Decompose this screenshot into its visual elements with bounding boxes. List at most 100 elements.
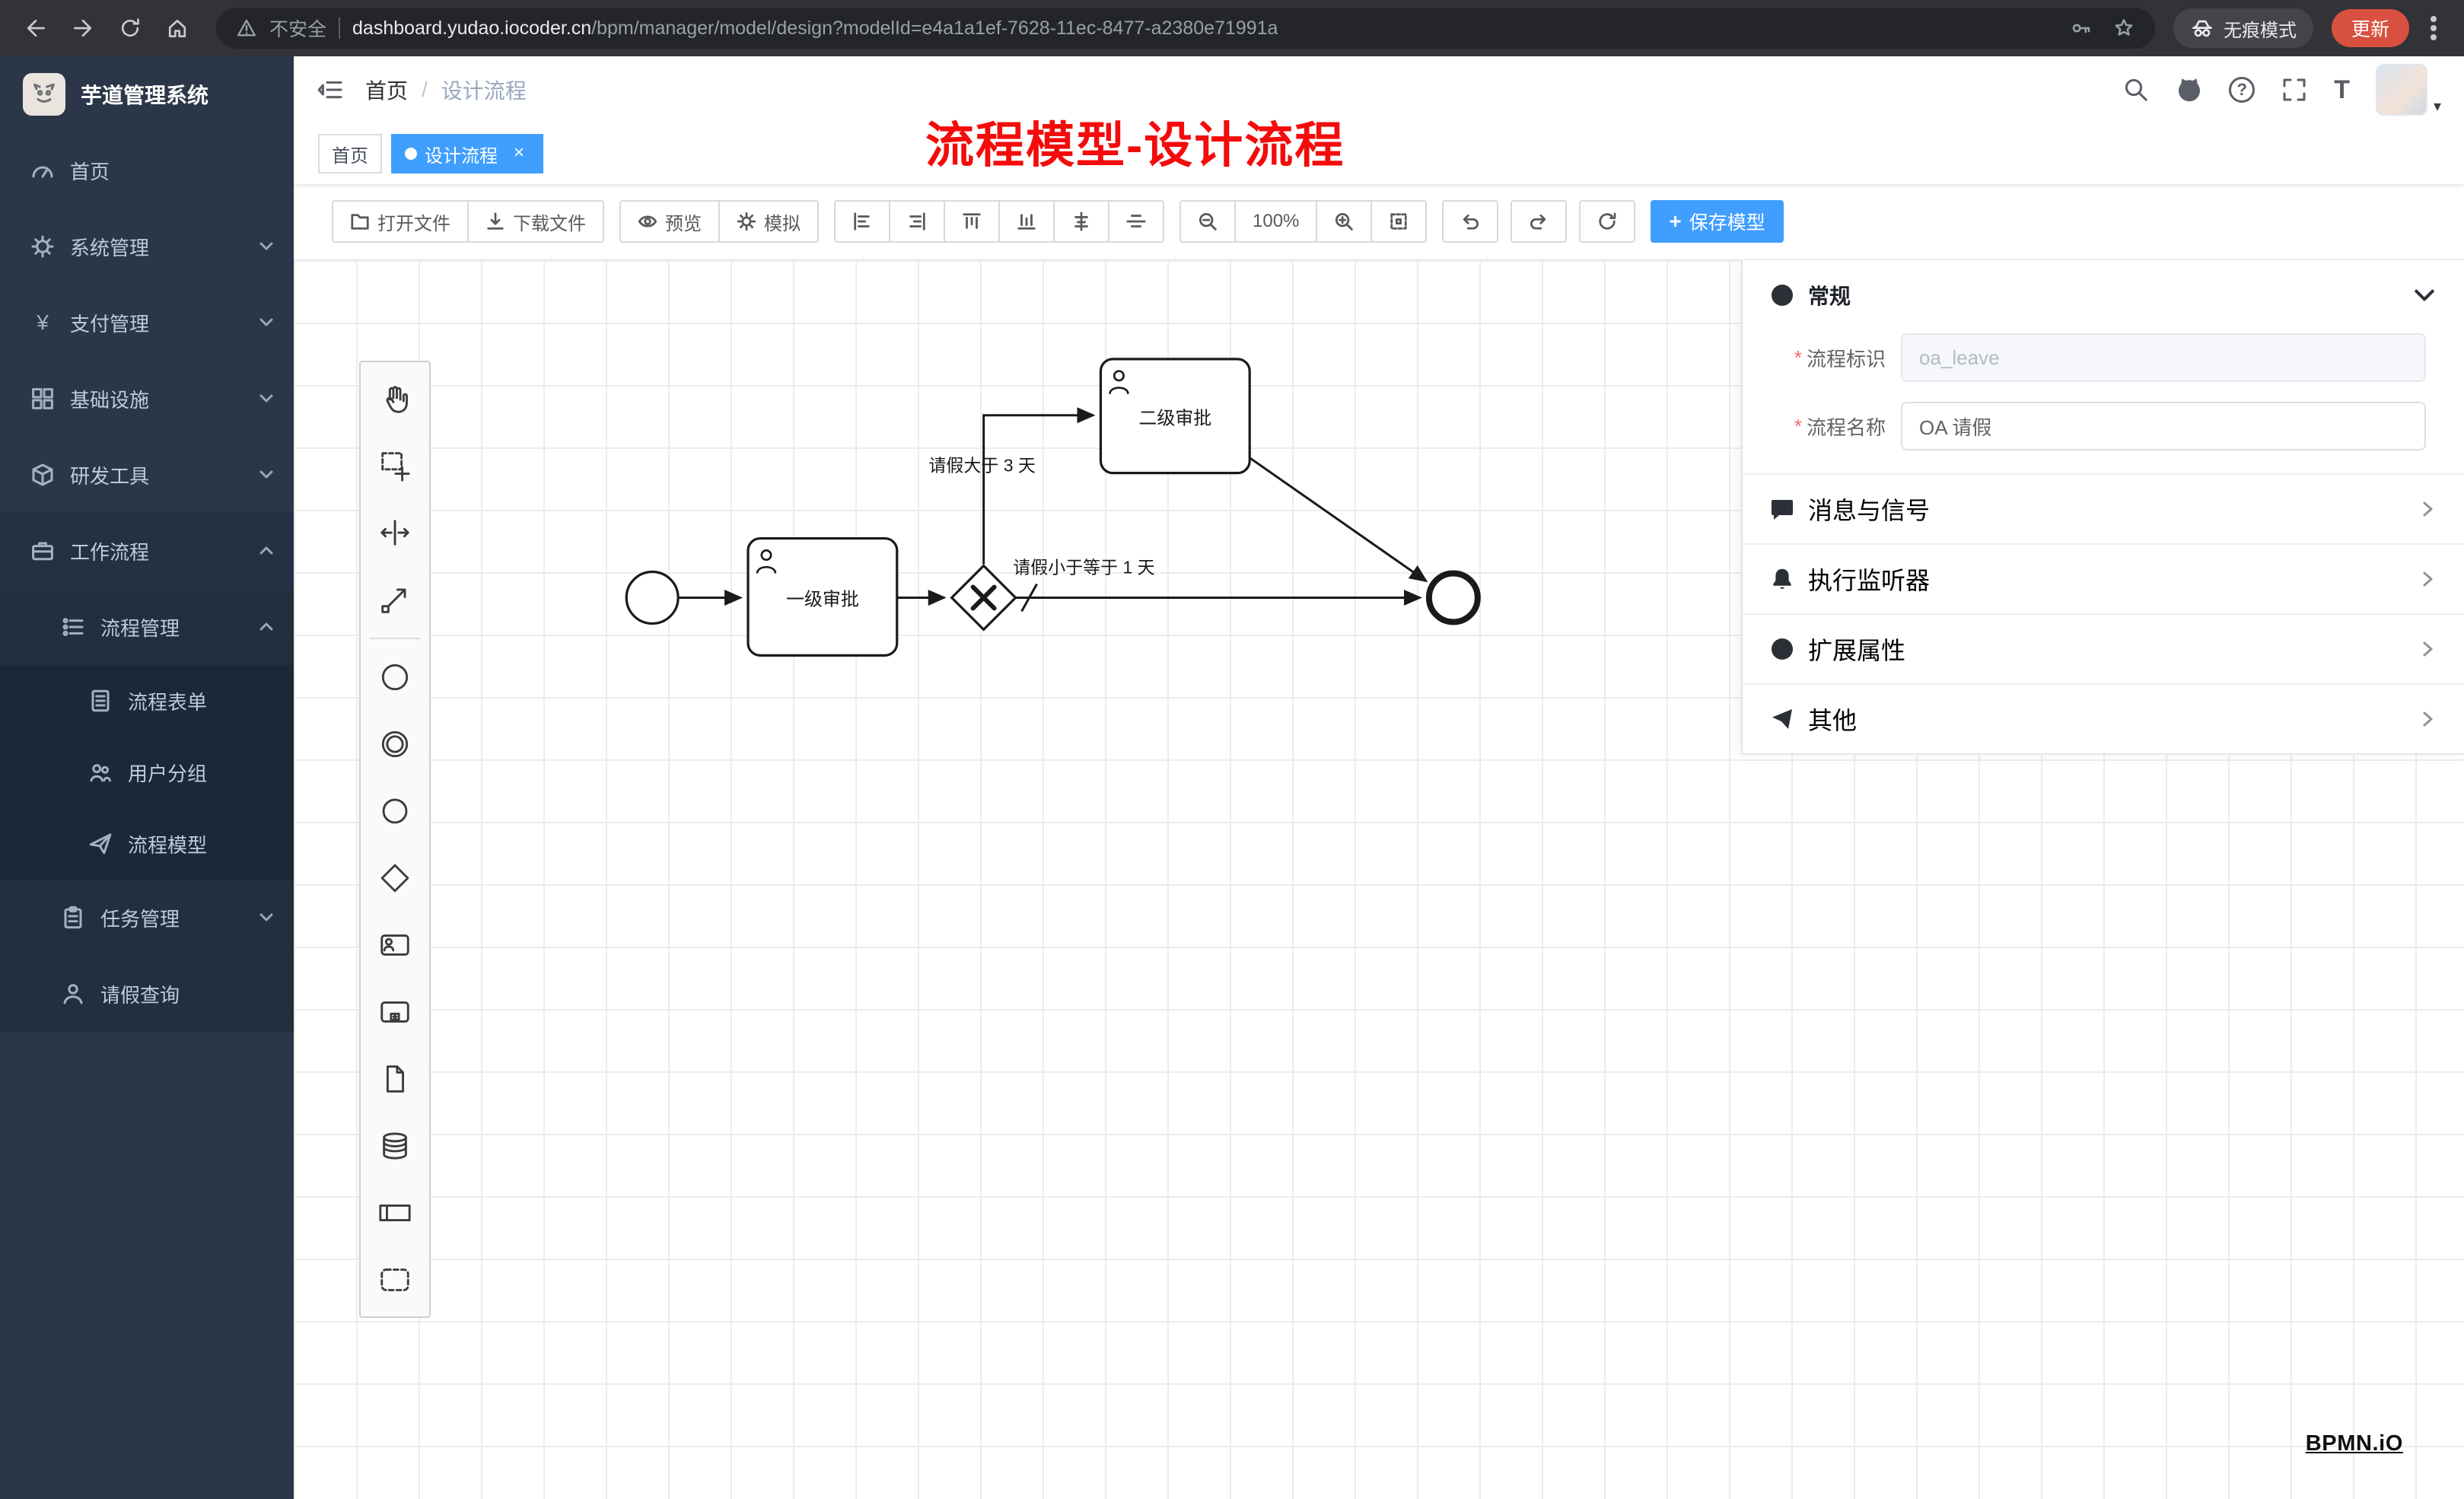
save-model-button[interactable]: +保存模型 xyxy=(1651,200,1784,243)
align-left-button[interactable] xyxy=(834,200,890,243)
create-intermediate-event[interactable] xyxy=(361,711,429,778)
download-file-button[interactable]: 下载文件 xyxy=(467,200,604,243)
sidebar: 芋道管理系统 首页 系统管理 ¥ 支付管理 基础设施 xyxy=(0,56,294,1499)
sidebar-item-system[interactable]: 系统管理 xyxy=(0,208,294,285)
fullscreen-button[interactable] xyxy=(2281,76,2308,103)
sidebar-label: 用户分组 xyxy=(128,762,208,785)
sidebar-label: 系统管理 xyxy=(70,236,150,259)
align-middle-button[interactable] xyxy=(1108,200,1164,243)
create-gateway[interactable] xyxy=(361,845,429,912)
general-form: *流程标识 *流程名称 xyxy=(1743,330,2464,473)
plus-icon: + xyxy=(1669,209,1682,233)
create-data-object[interactable] xyxy=(361,1045,429,1112)
search-button[interactable] xyxy=(2122,76,2150,103)
process-key-input[interactable] xyxy=(1901,333,2426,382)
top-navbar: 首页 / 设计流程 ? T ▾ xyxy=(294,56,2464,123)
sidebar-item-workflow[interactable]: 工作流程 xyxy=(0,513,294,589)
global-connect-tool[interactable] xyxy=(361,566,429,633)
forward-button[interactable] xyxy=(62,8,103,49)
sidebar-item-leave-query[interactable]: 请假查询 xyxy=(0,956,294,1032)
section-extension-attrs[interactable]: 扩展属性 xyxy=(1743,613,2464,683)
task2-label: 二级审批 xyxy=(1138,409,1211,429)
star-icon[interactable] xyxy=(2112,17,2135,40)
properties-panel: 常规 *流程标识 *流程名称 xyxy=(1741,260,2464,755)
address-bar[interactable]: 不安全 dashboard.yudao.iocoder.cn/bpm/manag… xyxy=(216,8,2155,49)
task-first-approval[interactable] xyxy=(747,536,899,657)
sidebar-item-home[interactable]: 首页 xyxy=(0,132,294,208)
zoom-in-button[interactable] xyxy=(1316,200,1373,243)
zoom-out-button[interactable] xyxy=(1179,200,1236,243)
breadcrumb-separator: / xyxy=(422,78,428,101)
sidebar-item-user-group[interactable]: 用户分组 xyxy=(0,737,294,808)
user-icon xyxy=(756,549,777,574)
sidebar-item-process-form[interactable]: 流程表单 xyxy=(0,665,294,737)
task-second-approval[interactable] xyxy=(1099,358,1251,475)
align-top-button[interactable] xyxy=(944,200,1000,243)
tag-design-process[interactable]: 设计流程 × xyxy=(391,134,543,173)
user-menu[interactable]: ▾ xyxy=(2375,64,2441,116)
font-size-button[interactable]: T xyxy=(2334,77,2350,103)
create-start-event[interactable] xyxy=(361,644,429,711)
redo-button[interactable] xyxy=(1511,200,1568,243)
lasso-tool[interactable] xyxy=(361,432,429,499)
browser-menu-icon[interactable] xyxy=(2431,25,2437,31)
sidebar-item-infra[interactable]: 基础设施 xyxy=(0,361,294,437)
section-other[interactable]: 其他 xyxy=(1743,683,2464,753)
folder-icon xyxy=(351,214,369,230)
chevron-right-icon xyxy=(2423,571,2433,587)
home-button[interactable] xyxy=(157,8,198,49)
sidebar-toggle-button[interactable] xyxy=(317,76,344,103)
section-general[interactable]: 常规 xyxy=(1743,260,2464,330)
refresh-button[interactable] xyxy=(1579,200,1636,243)
designer: 打开文件 下载文件 预览 模拟 xyxy=(294,184,2464,1499)
sidebar-item-task-mgmt[interactable]: 任务管理 xyxy=(0,880,294,956)
bpmn-io-watermark[interactable]: BPMN.iO xyxy=(2305,1431,2403,1456)
bpmn-diagram[interactable]: 一级审批 二级审批 请假大于 3 天 请假小于等于 1 天 xyxy=(294,260,2464,1499)
align-right-button[interactable] xyxy=(889,200,945,243)
process-name-input[interactable] xyxy=(1901,402,2426,450)
sidebar-item-process-mgmt[interactable]: 流程管理 xyxy=(0,589,294,665)
help-button[interactable]: ? xyxy=(2229,77,2255,103)
section-execution-listener[interactable]: 执行监听器 xyxy=(1743,543,2464,613)
zoom-reset-button[interactable] xyxy=(1370,200,1428,243)
align-bottom-button[interactable] xyxy=(998,200,1055,243)
create-data-store[interactable] xyxy=(361,1112,429,1179)
create-end-event[interactable] xyxy=(361,778,429,845)
sidebar-item-payment[interactable]: ¥ 支付管理 xyxy=(0,285,294,361)
create-participant[interactable] xyxy=(361,1179,429,1246)
align-center-button[interactable] xyxy=(1053,200,1109,243)
back-button[interactable] xyxy=(15,8,56,49)
space-tool[interactable] xyxy=(361,499,429,566)
breadcrumb-home[interactable]: 首页 xyxy=(365,79,409,103)
undo-icon xyxy=(1463,214,1479,230)
close-icon[interactable]: × xyxy=(513,142,524,163)
tag-home[interactable]: 首页 xyxy=(318,134,382,173)
eye-icon xyxy=(638,215,657,228)
bpmn-canvas[interactable]: 一级审批 二级审批 请假大于 3 天 请假小于等于 1 天 xyxy=(294,259,2464,1499)
flow-task2-to-end[interactable] xyxy=(1249,457,1428,583)
chevron-up-icon xyxy=(259,622,273,631)
undo-button[interactable] xyxy=(1442,200,1499,243)
preview-button[interactable]: 预览 xyxy=(619,200,720,243)
simulate-button[interactable]: 模拟 xyxy=(718,200,819,243)
zoom-level[interactable]: 100% xyxy=(1234,200,1318,243)
sidebar-item-devtools[interactable]: 研发工具 xyxy=(0,437,294,513)
start-event[interactable] xyxy=(625,570,680,625)
create-user-task[interactable] xyxy=(361,912,429,979)
end-event[interactable] xyxy=(1425,570,1481,625)
paper-plane-icon xyxy=(89,833,112,855)
app-logo[interactable]: 芋道管理系统 xyxy=(0,56,294,132)
sidebar-label: 请假查询 xyxy=(100,983,180,1007)
hand-tool[interactable] xyxy=(361,365,429,432)
key-icon[interactable] xyxy=(2070,17,2093,40)
create-subprocess[interactable] xyxy=(361,979,429,1045)
flow-gateway-to-task2[interactable] xyxy=(982,407,1096,565)
github-button[interactable] xyxy=(2176,76,2203,103)
update-button[interactable]: 更新 xyxy=(2331,9,2409,47)
section-message-signal[interactable]: 消息与信号 xyxy=(1743,473,2464,543)
create-group[interactable] xyxy=(361,1246,429,1313)
sidebar-item-process-model[interactable]: 流程模型 xyxy=(0,808,294,880)
open-file-button[interactable]: 打开文件 xyxy=(332,200,469,243)
reload-button[interactable] xyxy=(110,8,151,49)
